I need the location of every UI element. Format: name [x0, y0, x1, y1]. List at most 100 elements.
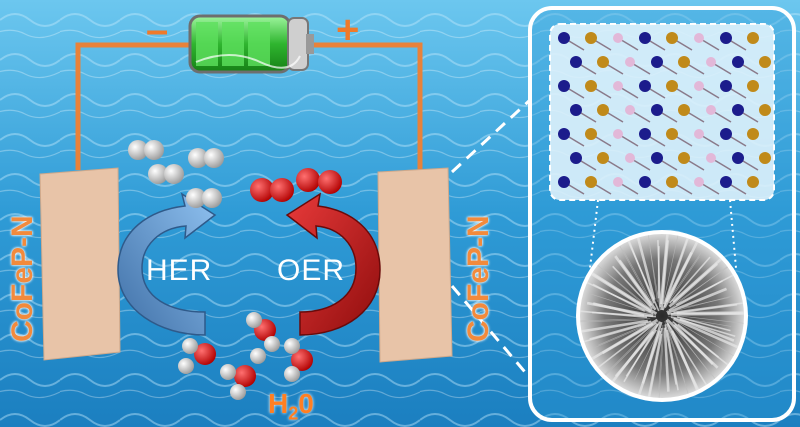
sem-fiber: [667, 303, 738, 316]
lattice-atom: [759, 152, 771, 164]
sem-fiber: [593, 324, 650, 349]
right-electrode-label: CoFeP-N: [462, 215, 495, 342]
lattice-atom: [666, 128, 678, 140]
sem-fiber: [664, 321, 691, 398]
water-molecules: [178, 312, 313, 400]
hydrogen-molecules: [128, 140, 224, 208]
sem-fiber: [634, 333, 658, 381]
lattice-atoms: [558, 32, 771, 195]
water-label: H20: [268, 388, 314, 425]
sem-fiber: [675, 327, 711, 375]
lattice-atom: [558, 32, 570, 44]
sem-fiber: [625, 329, 658, 377]
sem-fiber: [604, 320, 659, 375]
lattice-atom: [706, 105, 716, 115]
her-label: HER: [146, 254, 213, 287]
sem-fiber: [647, 327, 663, 398]
lattice-atom: [678, 56, 690, 68]
water-suffix: 0: [298, 388, 314, 419]
sem-fiber: [614, 330, 655, 378]
lattice-atom: [613, 33, 623, 43]
lattice-atom: [651, 104, 663, 116]
sem-fiber: [673, 323, 714, 366]
sem-fiber: [676, 316, 731, 332]
left-electrode-label: CoFeP-N: [6, 215, 39, 342]
lattice-atom: [585, 32, 597, 44]
lattice-atom: [597, 152, 609, 164]
her-arrow: [117, 192, 217, 336]
lattice-atom: [639, 176, 651, 188]
sem-micrograph: [580, 234, 744, 398]
lattice-atom: [694, 33, 704, 43]
lattice-atom: [694, 129, 704, 139]
sem-fiber: [673, 317, 739, 349]
sem-fiber: [678, 297, 730, 309]
sem-fiber: [592, 321, 657, 372]
lattice-atom: [558, 128, 570, 140]
water-symbol: H: [268, 388, 289, 419]
sem-fiber: [628, 240, 655, 304]
left-electrode: [39, 167, 121, 361]
sem-fiber: [670, 312, 744, 316]
sem-fiber: [673, 314, 744, 325]
sem-fiber: [662, 235, 679, 308]
lattice-atom: [732, 152, 744, 164]
lattice-atom: [732, 56, 744, 68]
lattice-atom: [639, 128, 651, 140]
lattice-atom: [694, 81, 704, 91]
zoom-line-top: [450, 98, 532, 174]
lattice-atom: [720, 80, 732, 92]
sem-fiber: [623, 250, 655, 307]
sem-fiber: [672, 266, 729, 306]
lattice-atom: [585, 128, 597, 140]
sem-fiber: [670, 330, 699, 391]
lattice-atom: [666, 80, 678, 92]
sem-fiber: [580, 309, 648, 319]
sem-fiber: [670, 294, 736, 313]
sem-fiber: [663, 327, 670, 392]
lattice-atom: [651, 152, 663, 164]
sem-fiber: [636, 330, 662, 398]
lattice-atom: [585, 80, 597, 92]
lattice-atom: [747, 32, 759, 44]
lattice-atom: [747, 80, 759, 92]
sem-fiber: [592, 261, 655, 312]
lattice-atom: [720, 128, 732, 140]
sem-fiber: [589, 293, 657, 316]
sem-fiber: [668, 262, 719, 308]
lattice-atom: [706, 153, 716, 163]
lattice-atom: [678, 152, 690, 164]
sem-fiber: [667, 326, 686, 383]
lattice-atom: [625, 57, 635, 67]
sem-fiber: [658, 330, 665, 398]
lattice-atom: [666, 176, 678, 188]
lattice-atom: [570, 104, 582, 116]
sem-fiber: [675, 321, 739, 360]
lattice-atom: [570, 152, 582, 164]
lattice-atom: [706, 57, 716, 67]
sem-fiber: [666, 329, 679, 391]
oer-arrow: [285, 192, 381, 336]
sem-fiber: [662, 238, 689, 311]
sem-fiber: [647, 333, 663, 398]
sem-fiber: [583, 323, 647, 343]
lattice-atom: [613, 177, 623, 187]
lattice-atom: [651, 56, 663, 68]
sem-fiber: [664, 324, 677, 385]
right-electrode: [377, 167, 453, 363]
lattice-atom: [613, 129, 623, 139]
lattice-atom: [720, 176, 732, 188]
lattice-atom: [570, 56, 582, 68]
sem-fiber: [581, 319, 649, 333]
lattice-atom: [597, 56, 609, 68]
zoom-line-bottom: [450, 285, 532, 379]
sem-fiber: [675, 271, 739, 306]
sem-fiber: [658, 324, 664, 392]
sem-fiber: [672, 321, 734, 370]
sem-fiber: [668, 321, 716, 379]
sem-fiber: [612, 265, 653, 310]
sem-fiber: [635, 234, 656, 301]
lattice-atom: [585, 176, 597, 188]
lattice-atom: [558, 176, 570, 188]
